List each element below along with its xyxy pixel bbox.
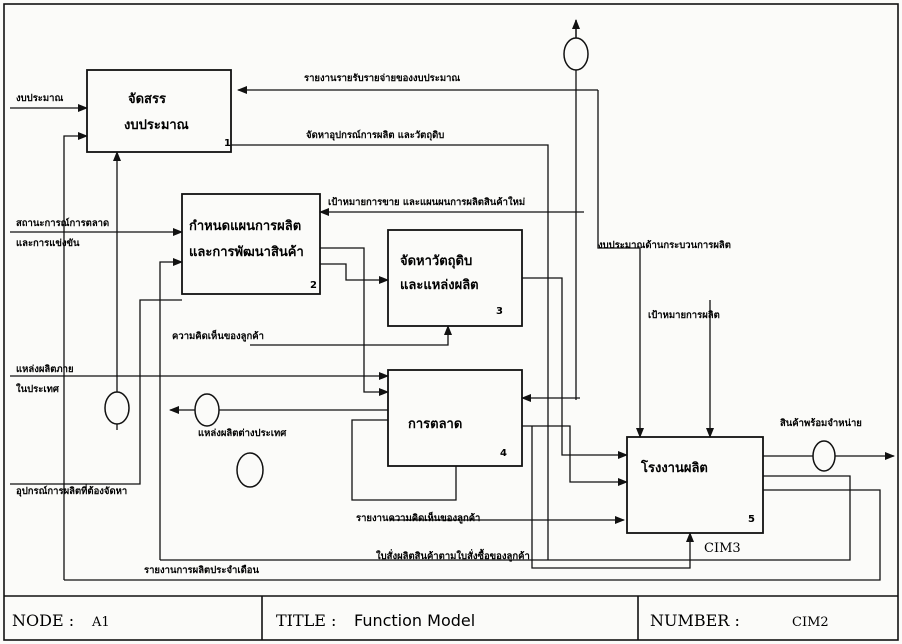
box-title: การตลาด	[408, 417, 462, 432]
flow-label: แหล่งผลิตต่างประเทศ	[198, 427, 287, 439]
box-title: และการพัฒนาสินค้า	[189, 244, 304, 260]
flow-label: และการแข่งขัน	[16, 238, 80, 249]
box-number: 5	[748, 514, 755, 525]
box-budget-allocation: จัดสรร งบประมาณ 1	[86, 69, 232, 153]
flow-label: เป้าหมายการขาย และแผนผนการผลิตสินค้าใหม่	[328, 196, 525, 208]
flow-label: ใบสั่งผลิตสินค้าตามใบสั่งซื้อของลูกค้า	[376, 548, 530, 563]
box-title: กำหนดแผนการผลิต	[189, 218, 301, 234]
tunnel-ovals	[104, 37, 836, 488]
flow-label: ในประเทศ	[16, 383, 60, 395]
box-production-planning: กำหนดแผนการผลิต และการพัฒนาสินค้า 2	[181, 193, 321, 295]
box-title: และแหล่งผลิต	[400, 278, 479, 293]
box-procure-materials: จัดหาวัตถุดิบ และแหล่งผลิต 3	[387, 229, 523, 327]
box-number: 2	[310, 280, 317, 291]
box-number: 3	[496, 306, 503, 317]
flow-label: เป้าหมายการผลิต	[648, 309, 720, 321]
number-value: CIM2	[792, 615, 829, 630]
title-block: NODE : A1 TITLE : Function Model NUMBER …	[12, 611, 829, 630]
box-title: งบประมาณ	[124, 118, 189, 133]
title-label: TITLE :	[276, 611, 336, 630]
flow-label: งบประมาณ	[16, 92, 64, 104]
box-marketing: การตลาด 4	[387, 369, 523, 467]
flow-label: รายงานการผลิตประจำเดือน	[144, 564, 259, 576]
flow-lines	[10, 19, 895, 581]
box-title: จัดสรร	[128, 92, 166, 107]
title-value: Function Model	[354, 611, 475, 630]
flow-labels: งบประมาณ รายงานรายรับรายจ่ายของงบประมาณ …	[16, 72, 862, 576]
box-tag: CIM3	[704, 541, 741, 556]
flow-label: แหล่งผลิตภาย	[16, 364, 74, 375]
flow-label: รายงานรายรับรายจ่ายของงบประมาณ	[304, 72, 460, 84]
flow-label: รายงานความคิดเห็นของลูกค้า	[356, 511, 480, 525]
number-label: NUMBER :	[650, 611, 740, 630]
flow-label: อุปกรณ์การผลิตที่ต้องจัดหา	[16, 483, 127, 497]
flow-label: สถานะการณ์การตลาด	[16, 217, 109, 229]
flow-label: งบประมาณด้านกระบวนการผลิต	[598, 239, 731, 251]
box-title: จัดหาวัตถุดิบ	[400, 254, 472, 269]
node-label: NODE :	[12, 611, 74, 630]
outer-frame	[3, 3, 899, 641]
flow-label: สินค้าพร้อมจำหน่าย	[780, 417, 862, 429]
flow-label: จัดหาอุปกรณ์การผลิต และวัตถุดิบ	[306, 129, 444, 141]
box-number: 1	[224, 138, 231, 149]
box-factory: โรงงานผลิต 5 CIM3	[626, 436, 764, 556]
node-value: A1	[91, 615, 110, 630]
flow-label: ความคิดเห็นของลูกค้า	[172, 329, 264, 343]
box-title: โรงงานผลิต	[640, 459, 708, 476]
box-number: 4	[500, 448, 507, 459]
